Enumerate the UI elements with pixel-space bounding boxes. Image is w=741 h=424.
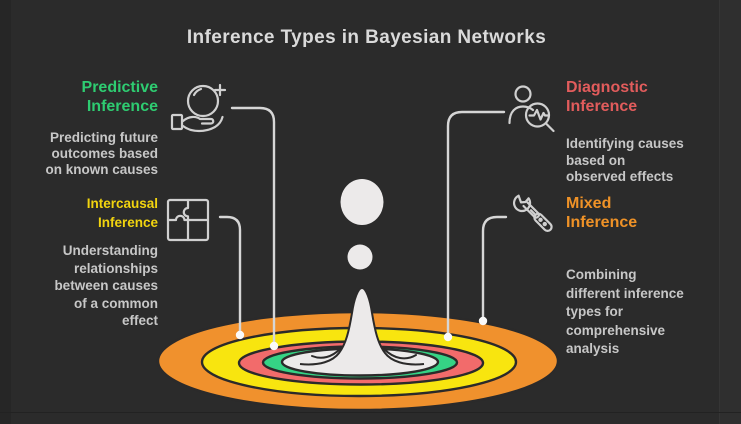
diagnostic-inference-description: Identifying causes based on observed eff… (566, 136, 684, 184)
diagnostic-inference-label: Diagnostic Inference (566, 79, 648, 115)
connector-dot-predictive (269, 341, 279, 351)
connector-dot-mixed (478, 316, 488, 326)
connector-predictive (230, 106, 276, 347)
right-edge-strip (719, 0, 741, 424)
connector-dot-diagnostic (443, 332, 453, 342)
left-edge-strip (0, 0, 11, 424)
person-magnifier-icon (508, 85, 555, 133)
droplet-small (347, 244, 373, 270)
mixed-inference-description: Combining different inference types for … (566, 267, 684, 356)
splash-plume (299, 286, 425, 366)
bottom-divider (0, 412, 741, 413)
connector-intercausal (218, 215, 242, 336)
puzzle-icon (166, 198, 210, 242)
splash-curl-right (383, 348, 417, 360)
wrench-screwdriver-icon (512, 194, 553, 232)
mixed-inference-label: Mixed Inference (566, 195, 638, 231)
predictive-inference-label: Predictive Inference (81, 79, 158, 115)
connector-diagnostic (446, 110, 506, 338)
splash-curl-left (311, 348, 341, 359)
droplet-large (340, 179, 384, 225)
predictive-inference-description: Predicting future outcomes based on know… (45, 130, 158, 177)
page-title: Inference Types in Bayesian Networks (186, 27, 547, 48)
connector-dot-intercausal (235, 330, 245, 340)
connector-mixed (481, 215, 508, 322)
intercausal-inference-label: Intercausal Inference (86, 196, 158, 230)
intercausal-inference-description: Understanding relationships between caus… (54, 243, 158, 328)
crystal-ball-hand-icon (170, 83, 227, 133)
